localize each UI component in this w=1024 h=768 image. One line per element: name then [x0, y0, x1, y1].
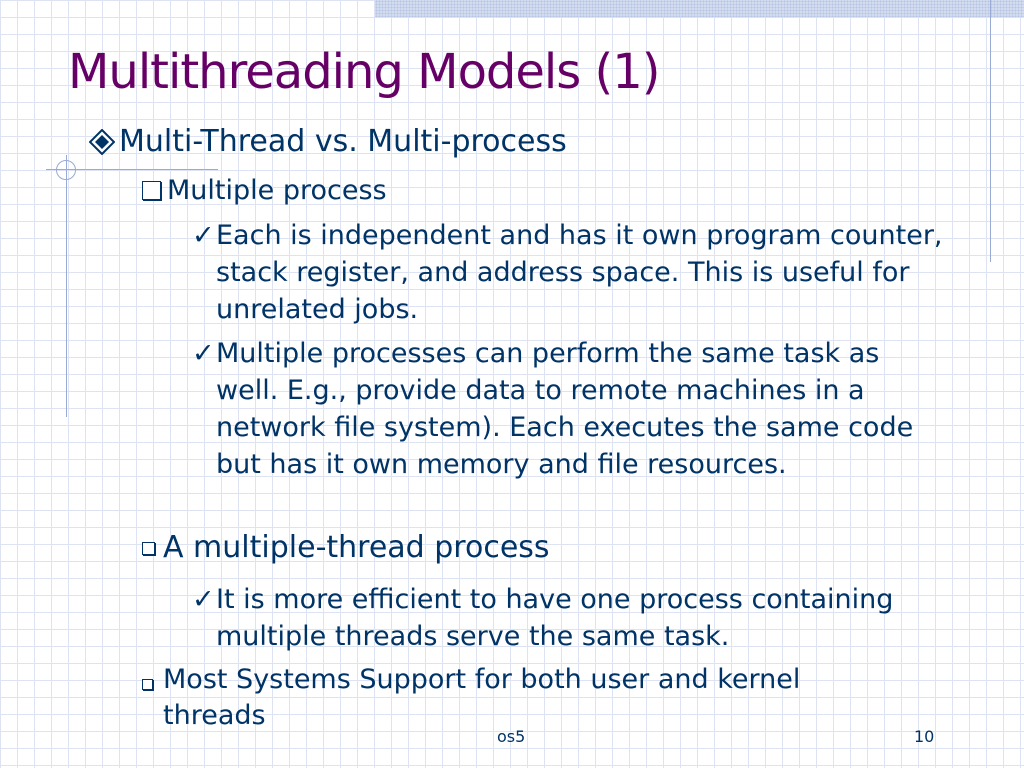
level1-bullet: Multi-Thread vs. Multi-process [89, 124, 567, 159]
section1-label: Multiple process [167, 175, 387, 206]
decorative-vertical-line-right [990, 0, 991, 262]
level1-text: Multi-Thread vs. Multi-process [119, 124, 567, 159]
decorative-ring-icon [56, 160, 76, 180]
checkmark-icon: ✓ [192, 584, 215, 615]
section2-bullet: A multiple-thread process [142, 530, 550, 565]
section1-item-1: ✓ Each is independent and has it own pro… [192, 217, 952, 328]
decorative-vertical-line-left [66, 155, 67, 417]
section1-item-1-text: Each is independent and has it own progr… [216, 220, 943, 325]
section2-label: A multiple-thread process [163, 530, 550, 565]
section1-bullet: Multiple process [142, 175, 387, 206]
footer-center-text: os5 [497, 727, 526, 746]
section2-item-1-text: It is more efficient to have one process… [216, 584, 894, 652]
slide-title: Multithreading Models (1) [68, 44, 661, 100]
checkmark-icon: ✓ [192, 338, 215, 369]
square-bullet-icon [142, 542, 155, 555]
section3-bullet: Most Systems Support for both user and k… [142, 662, 902, 734]
section1-item-2: ✓ Multiple processes can perform the sam… [192, 335, 952, 483]
square-bullet-icon [142, 181, 161, 200]
square-bullet-icon [142, 679, 153, 690]
section3-label: Most Systems Support for both user and k… [163, 664, 801, 731]
page-number: 10 [914, 727, 935, 746]
diamond-bullet-icon [89, 129, 115, 155]
section2-item-1: ✓ It is more efficient to have one proce… [192, 581, 962, 655]
decorative-horizontal-line [46, 169, 218, 170]
decorative-top-band [375, 0, 1024, 17]
checkmark-icon: ✓ [192, 220, 215, 251]
section1-item-2-text: Multiple processes can perform the same … [216, 338, 914, 480]
